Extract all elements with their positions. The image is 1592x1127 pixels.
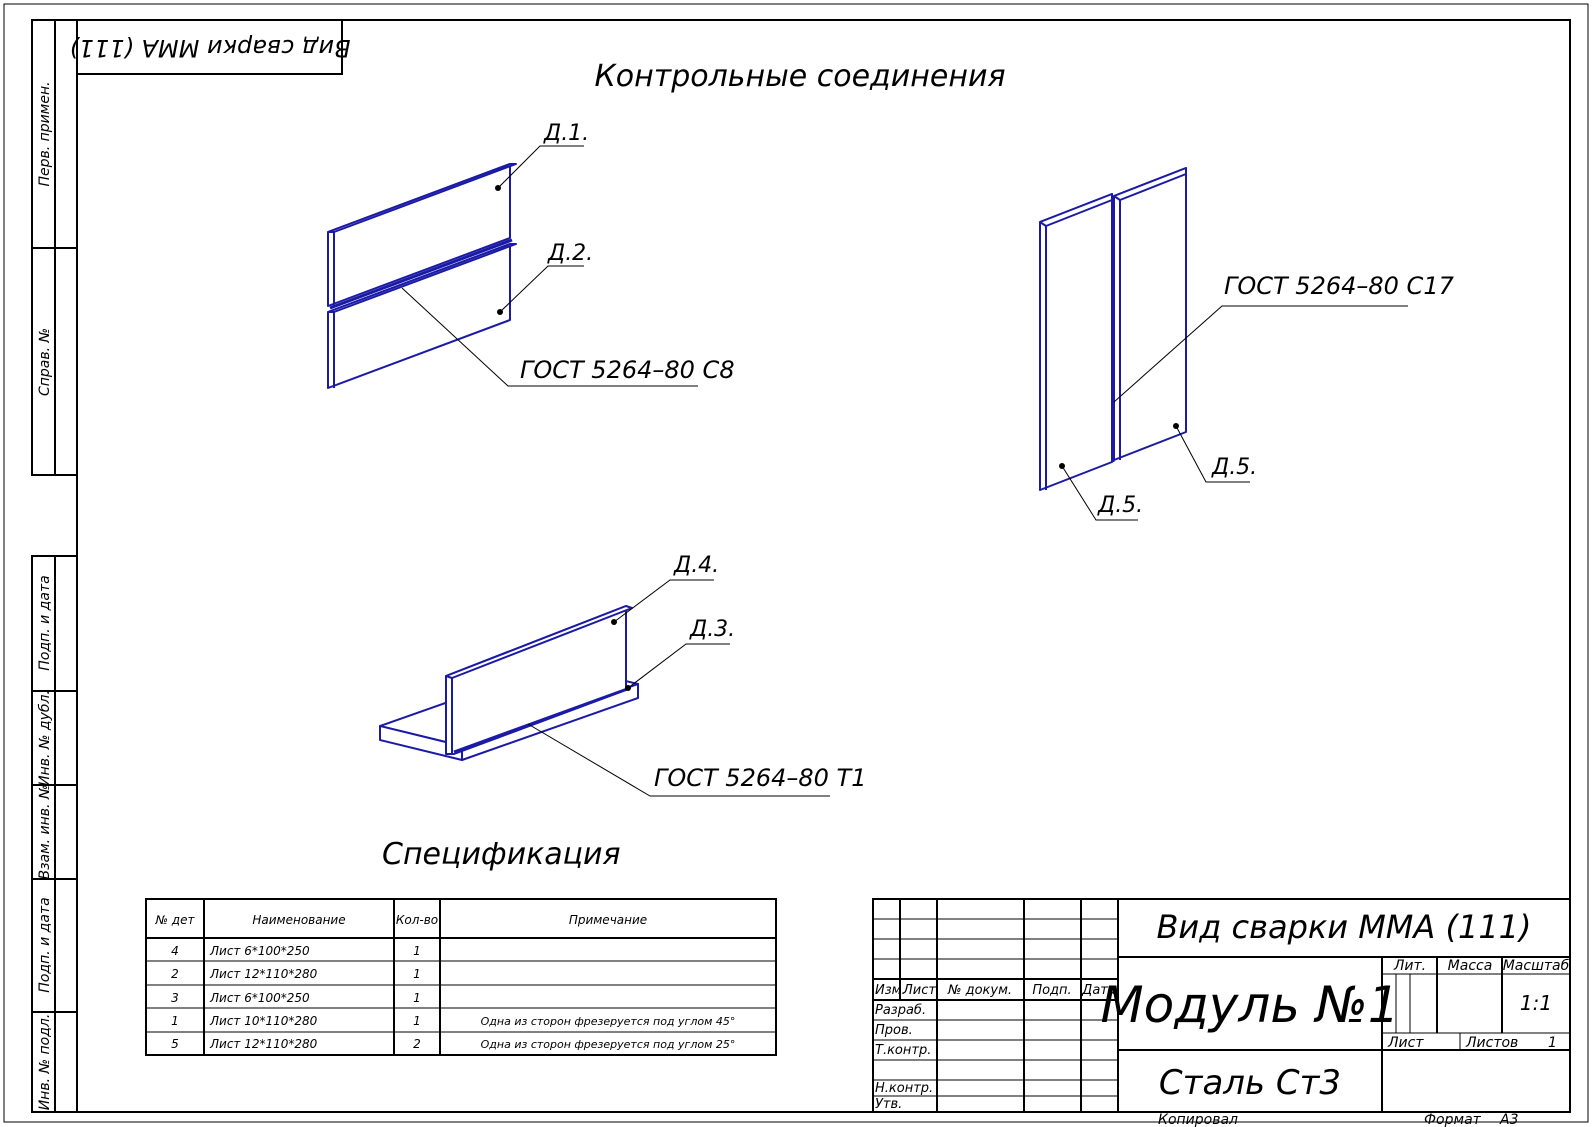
- tb-sheet-label: Лист: [1387, 1035, 1424, 1051]
- plate-d5-right: [1113, 167, 1187, 461]
- spec-cell-num: 1: [171, 1014, 179, 1028]
- spec-title: Спецификация: [382, 837, 621, 872]
- mirrored-stamp-text: Вид сварки MMA (111): [69, 34, 350, 62]
- table-row: 5 Лист 12*110*280 2 Одна из сторон фрезе…: [171, 1037, 735, 1051]
- side-label-podp-data-2: Подп. и дата: [37, 897, 53, 992]
- tb-sheets-label: Листов: [1465, 1035, 1518, 1051]
- footer-format-label: Формат: [1424, 1112, 1482, 1127]
- spec-cell-num: 3: [171, 991, 179, 1005]
- label-gost-t1: ГОСТ 5264–80 Т1: [654, 764, 866, 792]
- weld-seam-c8: [329, 238, 513, 310]
- tb-mass-label: Масса: [1448, 958, 1493, 974]
- tb-lit-label: Лит.: [1393, 958, 1426, 974]
- table-row: 2 Лист 12*110*280 1: [171, 967, 421, 981]
- side-label-perv-primen: Перв. примен.: [37, 81, 53, 186]
- views-title: Контрольные соединения: [594, 59, 1005, 94]
- tb-col-dokum: № докум.: [947, 983, 1012, 998]
- label-d2: Д.2.: [547, 241, 593, 266]
- tb-role-nkontr: Н.контр.: [875, 1081, 933, 1096]
- table-row: 4 Лист 6*100*250 1: [171, 944, 421, 958]
- spec-table: Спецификация № дет Наименование Кол-во П…: [145, 837, 777, 1056]
- spec-cell-name: Лист 12*110*280: [209, 967, 318, 981]
- label-d5-left: Д.5.: [1097, 493, 1143, 518]
- tb-role-tkontr: Т.контр.: [875, 1043, 931, 1058]
- label-d1: Д.1.: [543, 121, 589, 146]
- outer-border: [3, 3, 1589, 1123]
- label-d3: Д.3.: [689, 617, 735, 642]
- side-label-vzam-inv: Взам. инв. №: [37, 784, 53, 879]
- spec-cell-name: Лист 6*100*250: [209, 991, 310, 1005]
- tb-doc-title: Вид сварки MMA (111): [1156, 908, 1531, 946]
- mirrored-stamp: Вид сварки MMA (111): [69, 19, 351, 75]
- side-label-inv-podl: Инв. № подл.: [37, 1014, 53, 1111]
- label-gost-c8: ГОСТ 5264–80 С8: [520, 356, 735, 384]
- side-strip: Перв. примен. Справ. № Подп. и дата Инв.…: [31, 19, 78, 1113]
- spec-cell-name: Лист 6*100*250: [209, 944, 310, 958]
- side-label-sprav: Справ. №: [37, 328, 53, 396]
- label-d4: Д.4.: [673, 553, 719, 578]
- spec-cell-qty: 1: [413, 967, 421, 981]
- spec-cell-qty: 2: [413, 1037, 421, 1051]
- spec-cell-num: 4: [171, 944, 179, 958]
- label-d5-right: Д.5.: [1211, 455, 1257, 480]
- tb-col-podp: Подп.: [1032, 983, 1071, 998]
- tb-role-razrab: Разраб.: [875, 1003, 926, 1018]
- spec-header-num: № дет: [155, 913, 196, 927]
- tb-scale-label: Масштаб: [1503, 958, 1570, 974]
- tb-material: Сталь Ст3: [1159, 1063, 1341, 1103]
- spec-cell-num: 2: [171, 967, 179, 981]
- spec-cell-qty: 1: [413, 991, 421, 1005]
- joint-tee-t1: Д.4. Д.3. ГОСТ 5264–80 Т1: [379, 553, 866, 797]
- spec-cell-note: Одна из сторон фрезеруется под углом 25°: [481, 1038, 736, 1051]
- joint-butt-c17: Д.5. Д.5. ГОСТ 5264–80 С17: [1039, 167, 1455, 521]
- tb-col-list: Лист: [902, 983, 936, 998]
- spec-cell-num: 5: [171, 1037, 179, 1051]
- footer-copied: Копировал: [1158, 1112, 1238, 1127]
- footer-format-value: А3: [1499, 1112, 1518, 1127]
- tb-name: Модуль №1: [1100, 976, 1399, 1034]
- joint-butt-c8: Д.1. Д.2. ГОСТ 5264–80 С8: [327, 121, 735, 389]
- spec-cell-qty: 1: [413, 1014, 421, 1028]
- weld-seam-t1: [453, 686, 631, 754]
- table-row: 3 Лист 6*100*250 1: [171, 991, 421, 1005]
- side-label-inv-dubl: Инв. № дубл.: [37, 690, 53, 786]
- tb-sheets-value: 1: [1548, 1035, 1557, 1051]
- spec-header-qty: Кол-во: [396, 913, 438, 927]
- tb-col-izm: Изм.: [875, 983, 906, 998]
- table-row: 1 Лист 10*110*280 1 Одна из сторон фрезе…: [171, 1014, 735, 1028]
- plate-d5-left: [1039, 193, 1113, 491]
- spec-header-note: Примечание: [569, 913, 647, 927]
- spec-cell-note: Одна из сторон фрезеруется под углом 45°: [481, 1015, 736, 1028]
- spec-header-name: Наименование: [252, 913, 345, 927]
- side-label-podp-data-1: Подп. и дата: [37, 575, 53, 670]
- spec-cell-name: Лист 12*110*280: [209, 1037, 318, 1051]
- spec-cell-qty: 1: [413, 944, 421, 958]
- label-gost-c17: ГОСТ 5264–80 С17: [1224, 272, 1455, 300]
- tb-role-utv: Утв.: [875, 1097, 902, 1112]
- spec-cell-name: Лист 10*110*280: [209, 1014, 318, 1028]
- title-block: Изм. Лист № докум. Подп. Дата Разраб. Пр…: [872, 898, 1571, 1113]
- tb-scale-value: 1:1: [1520, 991, 1552, 1015]
- tb-col-data: Дата: [1081, 983, 1116, 998]
- tb-role-prov: Пров.: [875, 1023, 913, 1038]
